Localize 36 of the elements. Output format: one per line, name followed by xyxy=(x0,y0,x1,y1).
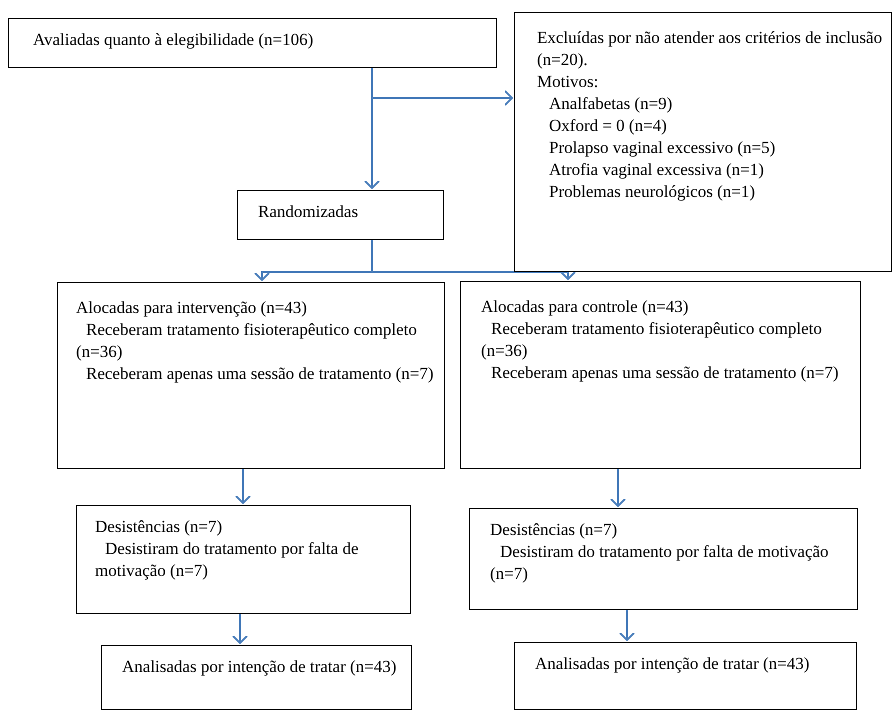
box-text: Analfabetas (n=9) xyxy=(548,93,674,115)
arrow xyxy=(232,614,248,644)
process-box xyxy=(469,508,858,610)
box-text: Atrofia vaginal excessiva (n=1) xyxy=(548,159,765,181)
process-box xyxy=(57,282,445,469)
process-box xyxy=(514,642,857,710)
box-text: Motivos: xyxy=(537,71,600,93)
box-text: Desistiram do tratamento por falta de motivação (n=7) xyxy=(490,541,830,585)
box-text: Analisadas por intenção de tratar (n=43) xyxy=(122,656,398,678)
arrow xyxy=(371,68,513,106)
arrow xyxy=(610,469,626,507)
box-text: Avaliadas quanto à elegibilidade (n=106) xyxy=(33,29,314,51)
process-box xyxy=(8,18,497,68)
box-text: Alocadas para controle (n=43) xyxy=(481,296,690,318)
arrow xyxy=(371,240,576,280)
arrow xyxy=(619,610,635,641)
process-box xyxy=(460,281,861,469)
process-box xyxy=(76,505,411,614)
box-text: Prolapso vaginal excessivo (n=5) xyxy=(548,137,776,159)
box-text: Problemas neurológicos (n=1) xyxy=(548,181,756,203)
process-box xyxy=(101,645,412,710)
box-text: Desistiram do tratamento por falta de motivação (n=7) xyxy=(95,538,360,582)
box-text: Desistências (n=7) xyxy=(490,519,618,541)
box-text: Receberam tratamento fisioterapêutico completo (n=36) xyxy=(76,319,418,363)
box-text: Alocadas para intervenção (n=43) xyxy=(76,297,308,319)
box-text: Receberam apenas uma sessão de tratamento (n=7) xyxy=(85,363,435,385)
arrow xyxy=(235,469,251,504)
box-text: Oxford = 0 (n=4) xyxy=(548,115,668,137)
box-text: Excluídas por não atender aos critérios de inclusão (n=20). xyxy=(537,27,883,71)
process-box xyxy=(514,12,892,272)
box-text: Receberam tratamento fisioterapêutico completo (n=36) xyxy=(481,318,823,362)
process-box xyxy=(237,190,444,240)
box-text: Randomizadas xyxy=(258,201,360,223)
box-text: Receberam apenas uma sessão de tratamento (n=7) xyxy=(490,362,840,384)
box-text: Desistências (n=7) xyxy=(95,516,224,538)
box-text: Analisadas por intenção de tratar (n=43) xyxy=(535,653,810,675)
